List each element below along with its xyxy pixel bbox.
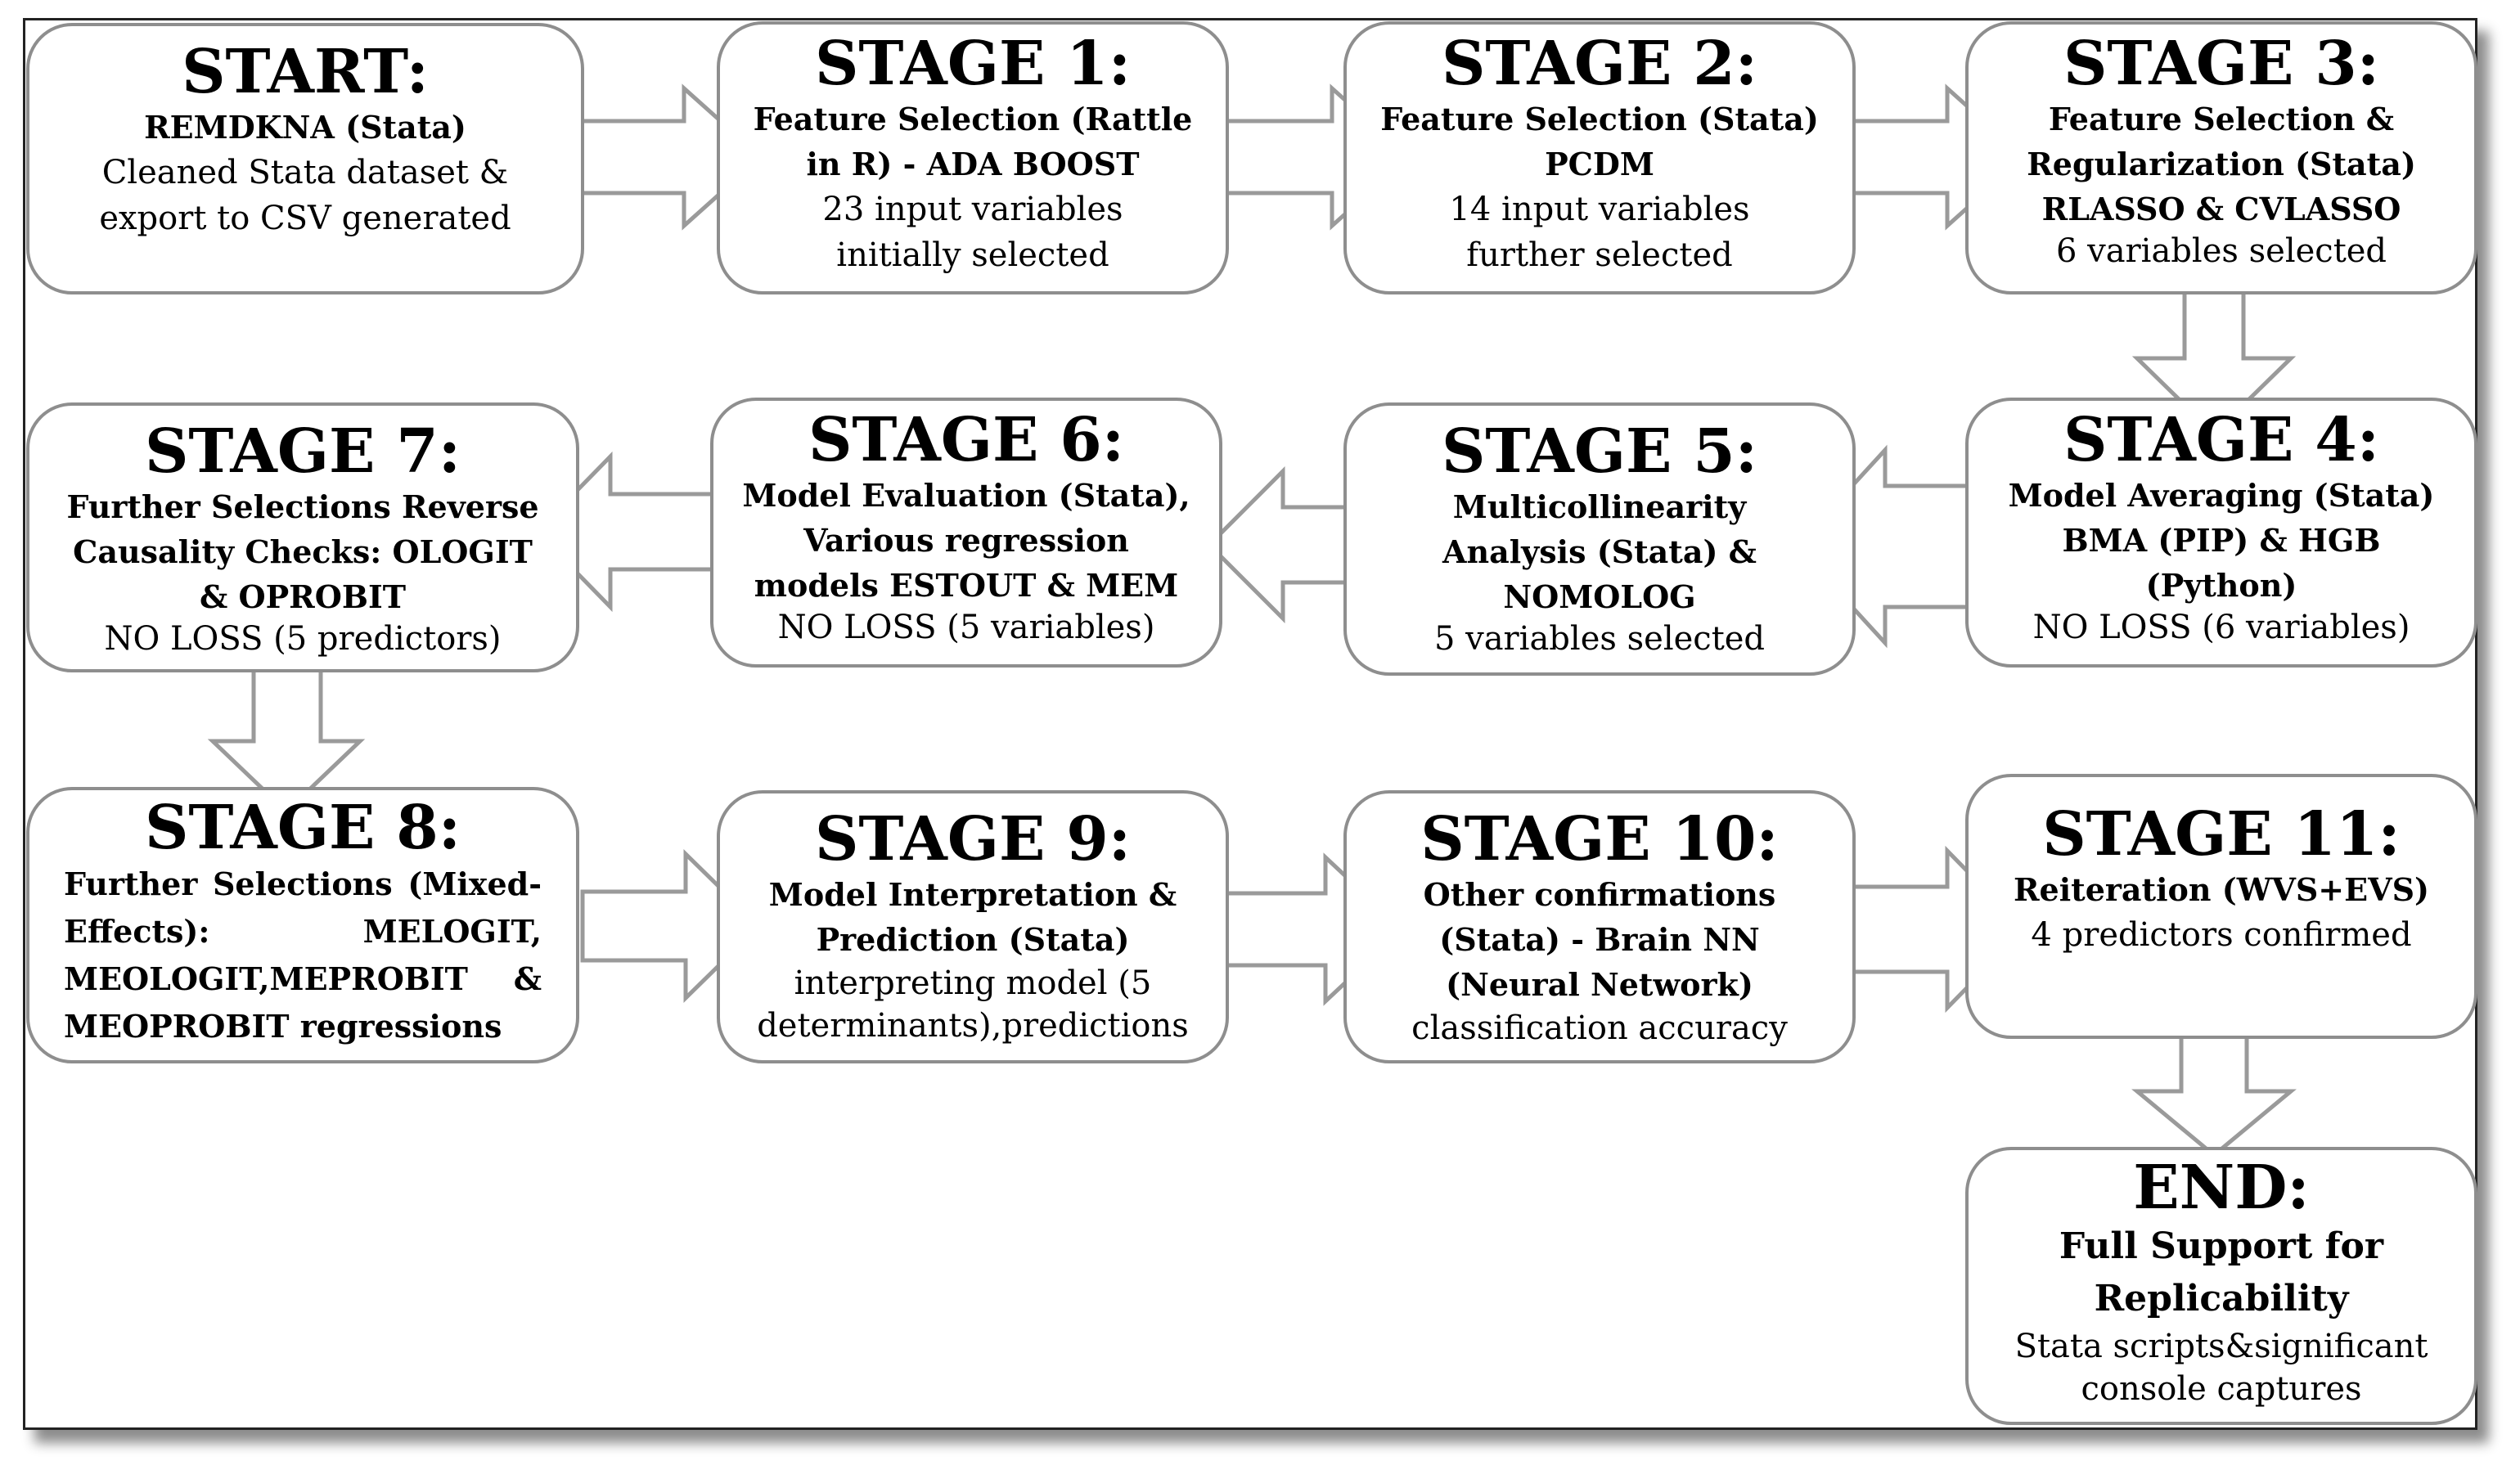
stage-box-3: STAGE 3: Feature Selection & Regularizat… — [1965, 21, 2477, 294]
stage-result: 6 variables selected — [2055, 232, 2387, 270]
stage-method: Feature Selection (Rattle in R) - ADA BO… — [753, 101, 1193, 182]
stage-box-11: STAGE 11: Reiteration (WVS+EVS) 4 predic… — [1965, 774, 2477, 1039]
stage-box-8: STAGE 8: Further Selections (Mixed-Effec… — [26, 787, 579, 1063]
stage-method: Full Support for Replicability — [2059, 1225, 2384, 1319]
stage-method: Model Averaging (Stata) BMA (PIP) & HGB … — [2008, 477, 2435, 604]
stage-box-5: STAGE 5: Multicollinearity Analysis (Sta… — [1343, 402, 1856, 676]
stage-method: Feature Selection & Regularization (Stat… — [2027, 101, 2416, 227]
stage-box-7: STAGE 7: Further Selections Reverse Caus… — [26, 402, 579, 672]
stage-title: START: — [182, 37, 429, 107]
stage-box-start: START: REMDKNA (Stata) Cleaned Stata dat… — [26, 23, 584, 294]
stage-result: NO LOSS (5 predictors) — [104, 620, 502, 658]
stage-method: Reiteration (WVS+EVS) — [2013, 871, 2430, 908]
stage-result: 4 predictors confirmed — [2031, 916, 2412, 954]
stage-method: Multicollinearity Analysis (Stata) & NOM… — [1442, 488, 1757, 615]
stage-method: Further Selections Reverse Causality Che… — [66, 488, 539, 615]
stage-method: Model Interpretation & Prediction (Stata… — [768, 876, 1177, 958]
stage-method: Further Selections (Mixed-Effects): MELO… — [64, 865, 542, 1045]
stage-title: STAGE 6: — [808, 405, 1125, 475]
stage-title: STAGE 3: — [2063, 29, 2380, 99]
stage-title: STAGE 11: — [2042, 799, 2401, 870]
stage-box-1: STAGE 1: Feature Selection (Rattle in R)… — [717, 21, 1229, 294]
stage-method: Model Evaluation (Stata), Various regres… — [742, 477, 1190, 604]
stage-result: 5 variables selected — [1433, 620, 1766, 658]
stage-result: 14 input variables further selected — [1449, 191, 1750, 274]
stage-method: REMDKNA (Stata) — [144, 109, 466, 146]
stage-result: NO LOSS (6 variables) — [2032, 609, 2410, 646]
stage-title: STAGE 2: — [1441, 29, 1758, 99]
stage-title: END: — [2133, 1153, 2310, 1223]
stage-box-2: STAGE 2: Feature Selection (Stata) PCDM … — [1343, 21, 1856, 294]
stage-method: Feature Selection (Stata) PCDM — [1380, 101, 1819, 182]
stage-title: STAGE 8: — [144, 793, 461, 863]
stage-title: STAGE 7: — [144, 416, 461, 487]
stage-result: NO LOSS (5 variables) — [777, 609, 1155, 646]
stage-result: Stata scripts&significant console captur… — [2014, 1328, 2428, 1408]
stage-method: Other confirmations (Stata) - Brain NN (… — [1423, 876, 1776, 1003]
stage-title: STAGE 10: — [1420, 804, 1779, 874]
stage-box-9: STAGE 9: Model Interpretation & Predicti… — [717, 790, 1229, 1063]
stage-box-10: STAGE 10: Other confirmations (Stata) - … — [1343, 790, 1856, 1063]
stage-box-4: STAGE 4: Model Averaging (Stata) BMA (PI… — [1965, 398, 2477, 668]
stage-result: interpreting model (5 determinants),pred… — [757, 964, 1189, 1045]
stage-title: STAGE 9: — [814, 804, 1132, 874]
stage-box-6: STAGE 6: Model Evaluation (Stata), Vario… — [710, 398, 1222, 668]
stage-title: STAGE 4: — [2063, 405, 2380, 475]
stage-result: 23 input variables initially selected — [822, 191, 1123, 274]
stage-title: STAGE 1: — [814, 29, 1132, 99]
stage-result: classification accuracy — [1411, 1009, 1788, 1047]
stage-title: STAGE 5: — [1441, 416, 1758, 487]
stage-box-end: END: Full Support for Replicability Stat… — [1965, 1147, 2477, 1425]
stage-result: Cleaned Stata dataset & export to CSV ge… — [99, 154, 511, 237]
